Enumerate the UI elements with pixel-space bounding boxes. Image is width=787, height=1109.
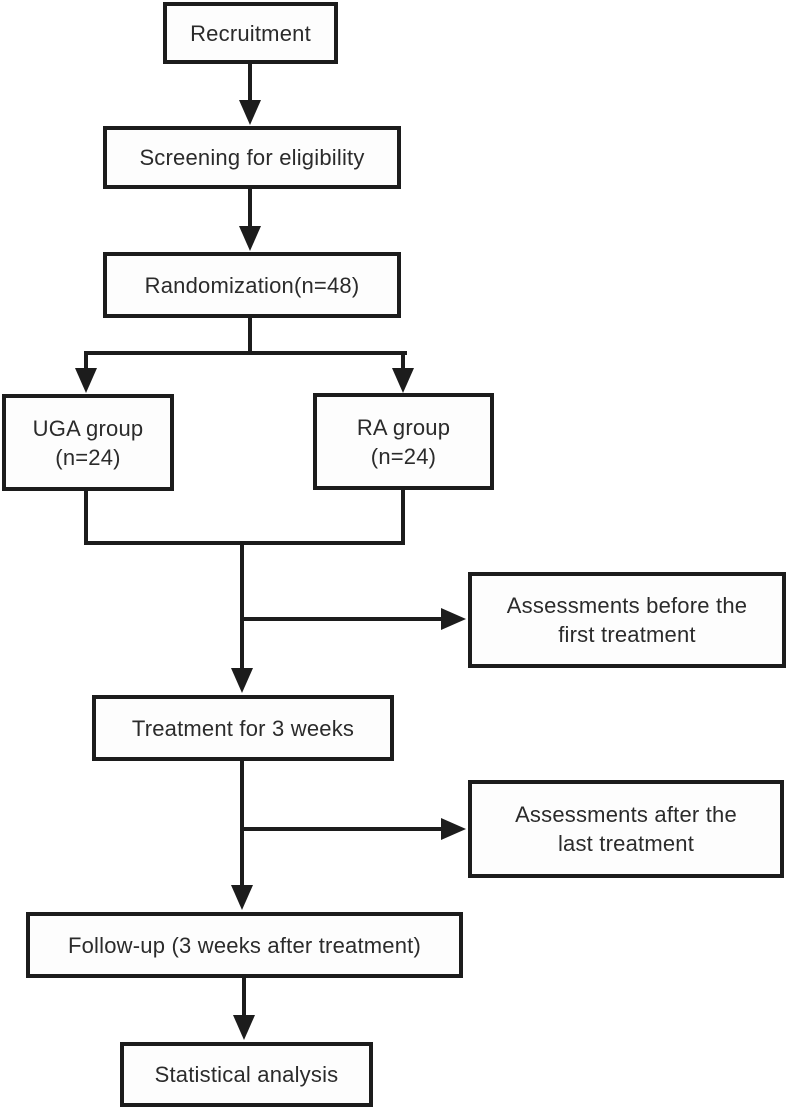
node-uga-group-label-line2: (n=24) — [55, 444, 121, 470]
node-assessments-before-label-line2: first treatment — [558, 622, 696, 647]
connector-ra-merge-stub — [401, 490, 405, 545]
branch-assessments-before — [242, 617, 442, 621]
arrowhead-right-icon — [441, 608, 466, 630]
arrowhead-down-icon — [239, 226, 261, 251]
node-ra-group-label-line1: RA group — [356, 414, 451, 440]
node-statistical-analysis: Statistical analysis — [120, 1042, 373, 1107]
node-randomization-label: Randomization(n=48) — [144, 272, 360, 298]
arrowhead-down-icon — [233, 1015, 255, 1040]
node-ra-group: RA group (n=24) — [313, 393, 494, 490]
node-ra-group-label-line2: (n=24) — [370, 443, 437, 469]
connector-treatment-followup — [240, 761, 244, 888]
node-recruitment-label: Recruitment — [190, 20, 311, 46]
arrowhead-down-icon — [231, 885, 253, 910]
branch-assessments-after — [242, 827, 442, 831]
node-assessments-after-label-line2: last treatment — [557, 831, 695, 856]
node-followup-label: Follow-up (3 weeks after treatment) — [67, 932, 422, 958]
node-assessments-after-label-line1: Assessments after the — [515, 802, 737, 827]
node-assessments-after: Assessments after the last treatment — [468, 780, 784, 878]
connector-split-left-stub — [84, 351, 88, 370]
connector-screening-randomization — [248, 189, 252, 228]
connector-split-right-stub — [401, 351, 405, 370]
node-assessments-before-label-line1: Assessments before the — [506, 593, 748, 618]
node-statistical-analysis-label: Statistical analysis — [154, 1062, 339, 1087]
arrowhead-down-icon — [75, 368, 97, 393]
node-followup: Follow-up (3 weeks after treatment) — [26, 912, 463, 978]
connector-main-drop-to-treatment — [240, 541, 244, 670]
node-uga-group-label-line1: UGA group — [32, 415, 144, 441]
arrowhead-down-icon — [239, 100, 261, 125]
node-treatment: Treatment for 3 weeks — [92, 695, 394, 761]
node-screening: Screening for eligibility — [103, 126, 401, 189]
connector-randomization-split-bar — [84, 351, 407, 355]
arrowhead-down-icon — [231, 668, 253, 693]
arrowhead-down-icon — [392, 368, 414, 393]
node-assessments-before: Assessments before the first treatment — [468, 572, 786, 668]
node-treatment-label: Treatment for 3 weeks — [131, 715, 355, 741]
connector-recruitment-screening — [248, 63, 252, 103]
connector-merge-bar — [84, 541, 405, 545]
node-recruitment: Recruitment — [163, 2, 338, 64]
node-randomization: Randomization(n=48) — [103, 252, 401, 318]
connector-randomization-split-stem — [248, 318, 252, 355]
connector-uga-merge-stub — [84, 491, 88, 545]
node-uga-group: UGA group (n=24) — [2, 394, 174, 491]
arrowhead-right-icon — [441, 818, 466, 840]
node-screening-label: Screening for eligibility — [139, 145, 365, 170]
connector-followup-statistical — [242, 978, 246, 1017]
